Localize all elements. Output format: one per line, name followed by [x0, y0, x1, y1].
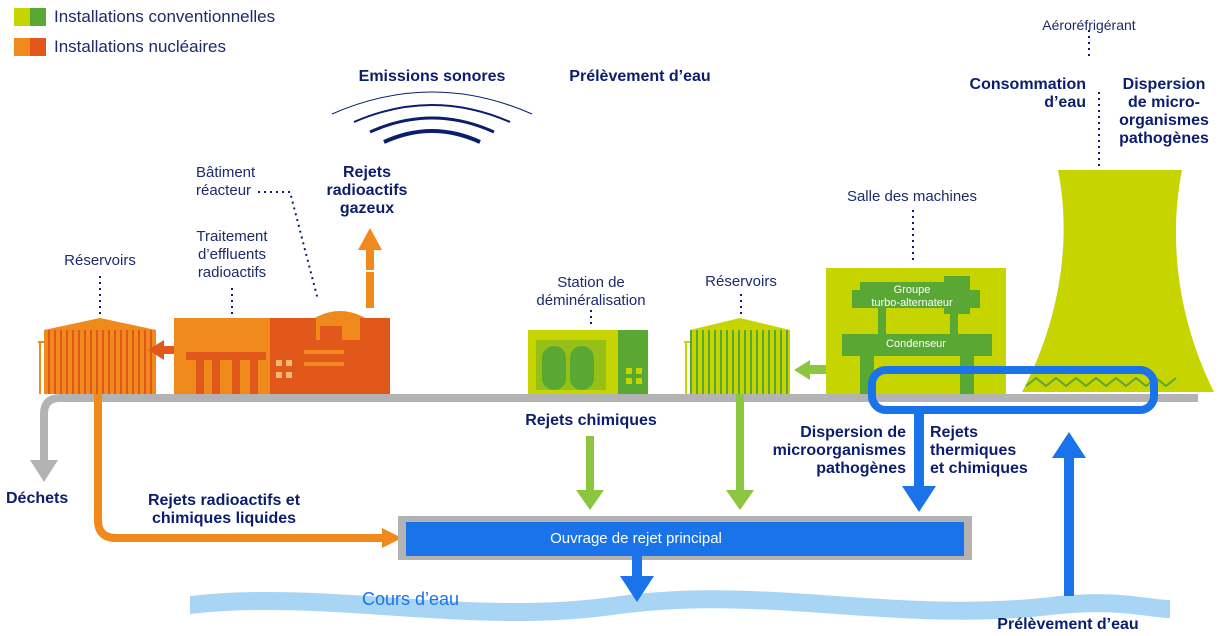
label-emissions-sonores: Emissions sonores	[358, 68, 506, 85]
cooling-loop	[868, 366, 1158, 414]
label-prelevement-bottom: Prélèvement d’eau	[997, 616, 1139, 633]
label-dispersion-top: Dispersion de micro- organismes pathogèn…	[1119, 76, 1209, 147]
label-batiment-reacteur: Bâtiment réacteur	[196, 164, 256, 199]
label-dechets: Déchets	[6, 490, 69, 507]
legend-swatch-conventional	[14, 8, 46, 26]
cooling-tower	[1022, 170, 1214, 392]
chemical-discharge-arrows	[576, 394, 754, 510]
hall-to-tank-arrow	[794, 360, 832, 380]
label-cours-eau: Cours d’eau	[362, 589, 460, 609]
river	[190, 590, 1170, 622]
label-traitement: Traitement d’effluents radioactifs	[196, 228, 268, 281]
label-reservoirs-conv: Réservoirs	[705, 273, 777, 290]
water-intake-arrow	[1052, 432, 1086, 596]
label-station: Station de déminéralisation	[536, 274, 646, 309]
treatment-to-tank-arrow	[148, 340, 182, 360]
legend-label-nuclear: Installations nucléaires	[54, 37, 226, 56]
label-reservoirs-nuclear: Réservoirs	[64, 252, 136, 269]
label-salle-machines: Salle des machines	[846, 188, 978, 205]
ground-line	[30, 394, 1198, 482]
nuclear-reservoir-tank	[38, 318, 156, 394]
label-rejets-thermiques: Rejets thermiques et chimiques	[930, 424, 1028, 477]
label-consommation: Consommation d’eau	[969, 76, 1086, 111]
conventional-reservoir-tank	[684, 318, 790, 394]
leader-lines	[99, 30, 1100, 328]
label-prelevement-top: Prélèvement d’eau	[569, 68, 711, 85]
label-dispersion-mid: Dispersion de microorganismes pathogènes	[772, 424, 906, 477]
sound-waves	[331, 91, 533, 144]
main-outfall	[398, 516, 972, 560]
legend-nuclear: Installations nucléaires	[14, 37, 226, 57]
label-aerorefrigerant: Aéroréfrigérant	[1042, 17, 1136, 33]
legend-label-conventional: Installations conventionnelles	[54, 7, 276, 26]
liquid-discharge-arrow	[94, 394, 402, 548]
label-rejets-chimiques: Rejets chimiques	[525, 412, 657, 429]
demineralization-station	[528, 330, 648, 394]
thermal-discharge-arrow	[902, 410, 936, 512]
label-condenseur: Condenseur	[886, 338, 946, 350]
label-rejets-gazeux: Rejets radioactifs gazeux	[326, 164, 408, 217]
outfall-to-river-arrow	[620, 556, 654, 602]
legend-swatch-nuclear	[14, 38, 46, 56]
label-groupe: Groupe turbo-alternateur	[871, 284, 953, 309]
label-rejets-liquides: Rejets radioactifs et chimiques liquides	[147, 492, 301, 527]
legend-conventional: Installations conventionnelles	[14, 7, 275, 27]
gaseous-discharge-arrow	[358, 228, 382, 270]
reactor-building	[270, 272, 390, 394]
label-ouvrage: Ouvrage de rejet principal	[550, 530, 722, 547]
